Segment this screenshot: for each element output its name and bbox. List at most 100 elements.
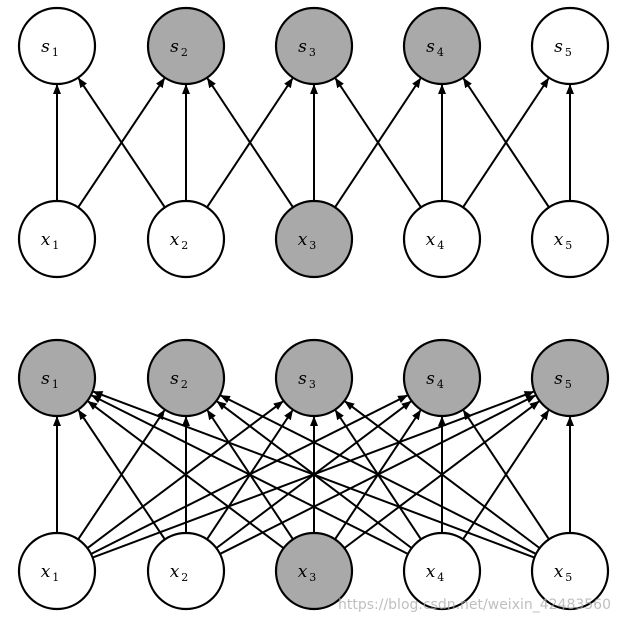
node-subscript: 4 <box>437 46 444 59</box>
node-circle <box>17 199 97 279</box>
node-letter: x <box>298 562 308 582</box>
node-letter: s <box>298 37 307 57</box>
node-circle <box>402 6 482 86</box>
arrow-x5-to-s4 <box>462 409 550 540</box>
arrow-x5-to-s2 <box>219 394 537 555</box>
node-circle <box>274 531 354 611</box>
node-subscript: 1 <box>52 378 59 391</box>
node-subscript: 4 <box>437 571 444 584</box>
node-subscript: 5 <box>565 239 572 252</box>
node-circle <box>146 531 226 611</box>
node-letter: x <box>41 230 51 250</box>
node-subscript: 2 <box>181 46 188 59</box>
node-letter: x <box>554 562 564 582</box>
node-letter: s <box>170 369 179 389</box>
node-circle <box>530 338 610 418</box>
node-subscript: 3 <box>309 571 316 584</box>
node-letter: s <box>41 37 50 57</box>
node-letter: x <box>41 562 51 582</box>
node-circle <box>146 6 226 86</box>
node-circle <box>17 338 97 418</box>
node-circle <box>274 199 354 279</box>
node-subscript: 5 <box>565 46 572 59</box>
node-letter: s <box>298 369 307 389</box>
node-circle <box>17 6 97 86</box>
node-letter: x <box>170 562 180 582</box>
node-letter: x <box>426 230 436 250</box>
node-subscript: 1 <box>52 239 59 252</box>
arrow-x4-to-s3 <box>334 77 422 208</box>
node-subscript: 2 <box>181 378 188 391</box>
node-letter: x <box>554 230 564 250</box>
node-subscript: 5 <box>565 571 572 584</box>
node-subscript: 1 <box>52 571 59 584</box>
node-circle <box>530 531 610 611</box>
node-subscript: 3 <box>309 378 316 391</box>
node-circle <box>402 338 482 418</box>
node-subscript: 5 <box>565 378 572 391</box>
arrow-x2-to-s1 <box>77 409 166 540</box>
node-letter: s <box>41 369 50 389</box>
node-circle <box>402 199 482 279</box>
arrow-x3-to-s2 <box>206 77 294 208</box>
node-letter: s <box>554 369 563 389</box>
node-subscript: 4 <box>437 378 444 391</box>
node-letter: x <box>170 230 180 250</box>
node-letter: s <box>426 37 435 57</box>
node-letter: s <box>426 369 435 389</box>
node-circle <box>146 199 226 279</box>
node-letter: x <box>298 230 308 250</box>
node-letter: s <box>170 37 179 57</box>
node-circle <box>274 338 354 418</box>
node-subscript: 4 <box>437 239 444 252</box>
node-subscript: 1 <box>52 46 59 59</box>
node-circle <box>274 6 354 86</box>
node-subscript: 2 <box>181 571 188 584</box>
node-letter: s <box>554 37 563 57</box>
node-circle <box>530 6 610 86</box>
arrow-x3-to-s1 <box>87 400 285 549</box>
arrow-x5-to-s1 <box>92 390 535 559</box>
arrow-x5-to-s4 <box>462 77 550 208</box>
node-subscript: 2 <box>181 239 188 252</box>
arrow-x2-to-s1 <box>77 77 166 208</box>
node-circle <box>17 531 97 611</box>
node-circle <box>402 531 482 611</box>
arrow-x5-to-s3 <box>344 400 541 549</box>
